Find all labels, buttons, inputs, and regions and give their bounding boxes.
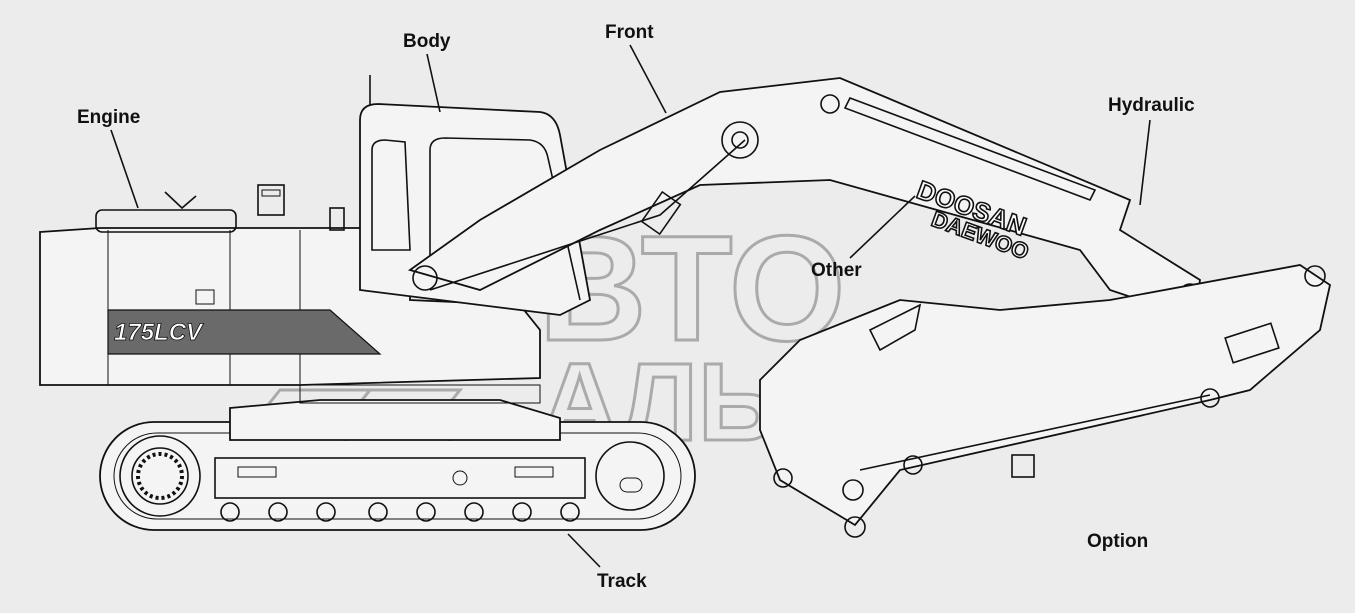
exhaust <box>329 207 345 231</box>
label-track[interactable]: Track <box>597 571 647 592</box>
label-option[interactable]: Option <box>1087 531 1148 552</box>
center-frame <box>229 399 561 441</box>
body-leader <box>426 53 441 113</box>
model-stripe <box>107 309 382 355</box>
label-other[interactable]: Other <box>811 260 862 281</box>
drive-sprocket <box>119 435 201 517</box>
hydraulic-leader <box>1139 119 1151 206</box>
arm-and-bucket <box>759 264 1332 538</box>
bucket-pin <box>844 516 866 538</box>
label-front[interactable]: Front <box>605 22 654 43</box>
track-assembly <box>99 421 696 531</box>
track-frame <box>214 457 586 499</box>
label-engine[interactable]: Engine <box>77 107 140 128</box>
label-hydraulic[interactable]: Hydraulic <box>1108 95 1195 116</box>
boom-pin <box>721 121 759 159</box>
boom-cylinder <box>640 190 682 236</box>
engine-leader <box>110 129 139 209</box>
model-badge: 175LCV <box>114 319 204 346</box>
front-leader <box>629 44 667 114</box>
engine-hood <box>95 209 237 233</box>
track-leader <box>567 533 601 568</box>
arm-body <box>759 264 1332 527</box>
cab-front-window <box>429 137 581 301</box>
idler-wheel <box>595 441 665 511</box>
bucket-cylinder <box>859 394 1211 471</box>
leader-lines <box>110 44 1151 568</box>
other-leader <box>849 195 916 259</box>
track-rollers <box>220 502 580 522</box>
cab-door-window <box>371 139 411 251</box>
label-body[interactable]: Body <box>403 31 451 52</box>
part-labels: Engine Body Front Hydraulic Other Option… <box>77 22 1195 592</box>
air-cleaner <box>257 184 285 216</box>
arm-cylinder <box>843 96 1097 202</box>
boom: DOOSAN DAEWOO <box>407 77 1201 312</box>
